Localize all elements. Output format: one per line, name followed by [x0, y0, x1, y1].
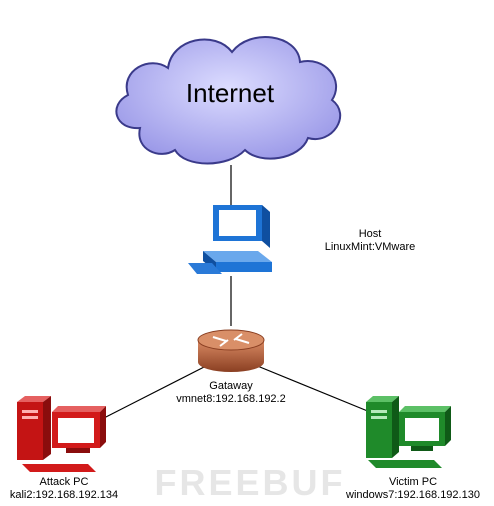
link-gateway-attacker — [99, 364, 209, 421]
link-gateway-victim — [254, 364, 371, 413]
victim-label: Victim PC windows7:192.168.192.130 — [338, 476, 488, 502]
gateway-label: Gataway vmnet8:192.168.192.2 — [166, 380, 296, 406]
host-label: Host LinuxMint:VMware — [310, 228, 430, 254]
watermark: FREEBUF — [154, 462, 346, 503]
attacker-label: Attack PC kali2:192.168.192.134 — [0, 476, 128, 502]
victim-computer-icon — [366, 396, 451, 468]
attacker-title: Attack PC — [39, 476, 89, 488]
gateway-router-icon — [197, 329, 265, 372]
internet-cloud-icon — [115, 36, 342, 165]
gateway-title: Gataway — [209, 380, 253, 392]
host-subtitle: LinuxMint:VMware — [324, 241, 416, 253]
attacker-computer-icon — [17, 396, 106, 472]
attacker-subtitle: kali2:192.168.192.134 — [9, 489, 119, 501]
victim-title: Victim PC — [388, 476, 438, 488]
host-computer-icon — [188, 205, 272, 274]
links — [99, 165, 371, 421]
gateway-subtitle: vmnet8:192.168.192.2 — [176, 393, 286, 405]
host-title: Host — [358, 228, 382, 240]
internet-label: Internet — [185, 78, 275, 108]
victim-subtitle: windows7:192.168.192.130 — [346, 489, 480, 501]
